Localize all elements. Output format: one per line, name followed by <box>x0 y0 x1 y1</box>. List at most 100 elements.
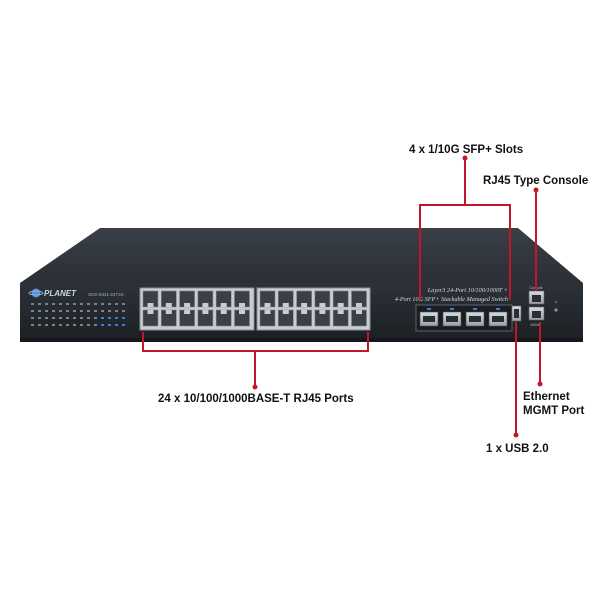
led-indicator <box>115 324 118 326</box>
svg-text:PLANET: PLANET <box>44 289 77 298</box>
led-indicator <box>94 324 97 326</box>
led-indicator <box>80 317 83 319</box>
led-indicator <box>38 324 41 326</box>
sfp-led <box>496 308 500 310</box>
led-indicator <box>31 303 34 305</box>
console-port-jack <box>532 295 541 302</box>
led-indicator <box>122 310 125 312</box>
led-indicator <box>66 310 69 312</box>
led-indicator <box>38 310 41 312</box>
sfp-slot-opening <box>446 316 458 322</box>
callout-lines <box>142 158 541 435</box>
callout-dots <box>252 155 543 438</box>
led-indicator <box>87 317 90 319</box>
led-indicator <box>52 317 55 319</box>
led-indicator <box>94 310 97 312</box>
rj45-port-latch <box>356 303 362 307</box>
rj45-port-latch <box>337 310 344 314</box>
led-indicator <box>66 317 69 319</box>
callout-usb: 1 x USB 2.0 <box>486 443 549 455</box>
led-indicator <box>73 303 76 305</box>
led-indicator <box>80 324 83 326</box>
led-indicator <box>66 303 69 305</box>
switch-top-surface <box>20 228 583 283</box>
led-indicator <box>101 317 104 319</box>
led-indicator-panel <box>31 303 125 326</box>
sfp-led <box>427 308 431 310</box>
sfp-port-group <box>419 308 508 327</box>
led-indicator <box>52 324 55 326</box>
led-indicator <box>94 303 97 305</box>
led-indicator <box>45 303 48 305</box>
callout-rj45-console: RJ45 Type Console <box>483 175 589 187</box>
sfp-led <box>473 308 477 310</box>
sfp-slot-opening <box>423 316 435 322</box>
led-indicator <box>52 303 55 305</box>
led-indicator <box>108 310 111 312</box>
rj45-port-latch <box>202 310 209 314</box>
rj45-port-latch <box>264 303 271 307</box>
mgmt-port-jack <box>532 311 541 318</box>
rj45-port-latch <box>301 303 308 307</box>
led-indicator <box>31 310 34 312</box>
switch-bottom-edge <box>20 338 583 342</box>
led-indicator <box>87 310 90 312</box>
callout-mgmt-line-2: MGMT Port <box>523 405 585 417</box>
rj45-port-latch <box>184 310 191 314</box>
led-indicator <box>38 303 41 305</box>
led-indicator <box>101 310 104 312</box>
led-indicator <box>122 303 125 305</box>
rj45-port-latch <box>301 310 308 314</box>
callout-mgmt-port: Ethernet MGMT Port <box>523 390 584 418</box>
system-led <box>554 300 558 304</box>
sfp-slot-opening <box>492 316 504 322</box>
led-indicator <box>108 317 111 319</box>
led-indicator <box>108 303 111 305</box>
led-indicator <box>38 317 41 319</box>
led-indicator <box>122 317 125 319</box>
rj45-port-latch <box>220 303 227 307</box>
led-indicator <box>31 317 34 319</box>
rj45-port-latch <box>220 310 227 314</box>
rj45-port-latch <box>239 303 245 307</box>
rj45-port-latch <box>147 310 154 314</box>
led-indicator <box>66 324 69 326</box>
led-indicator <box>52 310 55 312</box>
rj45-port-latch <box>264 310 271 314</box>
reset-button <box>554 308 558 312</box>
led-indicator <box>73 324 76 326</box>
led-indicator <box>108 324 111 326</box>
rj45-port-latch <box>147 303 154 307</box>
rj45-port-latch <box>239 310 245 314</box>
led-indicator <box>73 310 76 312</box>
rj45-port-latch <box>282 310 289 314</box>
rj45-port-latch <box>184 303 191 307</box>
led-indicator <box>122 324 125 326</box>
rj45-port-latch <box>282 303 289 307</box>
led-indicator <box>80 310 83 312</box>
led-indicator <box>31 324 34 326</box>
led-indicator <box>115 310 118 312</box>
sfp-led <box>450 308 454 310</box>
led-indicator <box>73 317 76 319</box>
led-indicator <box>59 317 62 319</box>
led-indicator <box>59 303 62 305</box>
led-indicator <box>59 310 62 312</box>
led-indicator <box>115 303 118 305</box>
description-line-2: 4-Port 10G SFP+ Stackable Managed Switch <box>395 296 508 303</box>
led-indicator <box>45 310 48 312</box>
rj45-port-latch <box>202 303 209 307</box>
rj45-block-right <box>256 287 371 331</box>
led-indicator <box>59 324 62 326</box>
callout-mgmt-line-1: Ethernet <box>523 391 570 403</box>
led-indicator <box>101 303 104 305</box>
rj45-port-latch <box>319 310 326 314</box>
led-indicator <box>87 303 90 305</box>
led-indicator <box>115 317 118 319</box>
rj45-port-latch <box>165 310 172 314</box>
led-indicator <box>45 324 48 326</box>
led-indicator <box>45 317 48 319</box>
description-line-1: Layer3 24-Port 10/100/1000T + <box>427 287 508 294</box>
rj45-port-latch <box>319 303 326 307</box>
